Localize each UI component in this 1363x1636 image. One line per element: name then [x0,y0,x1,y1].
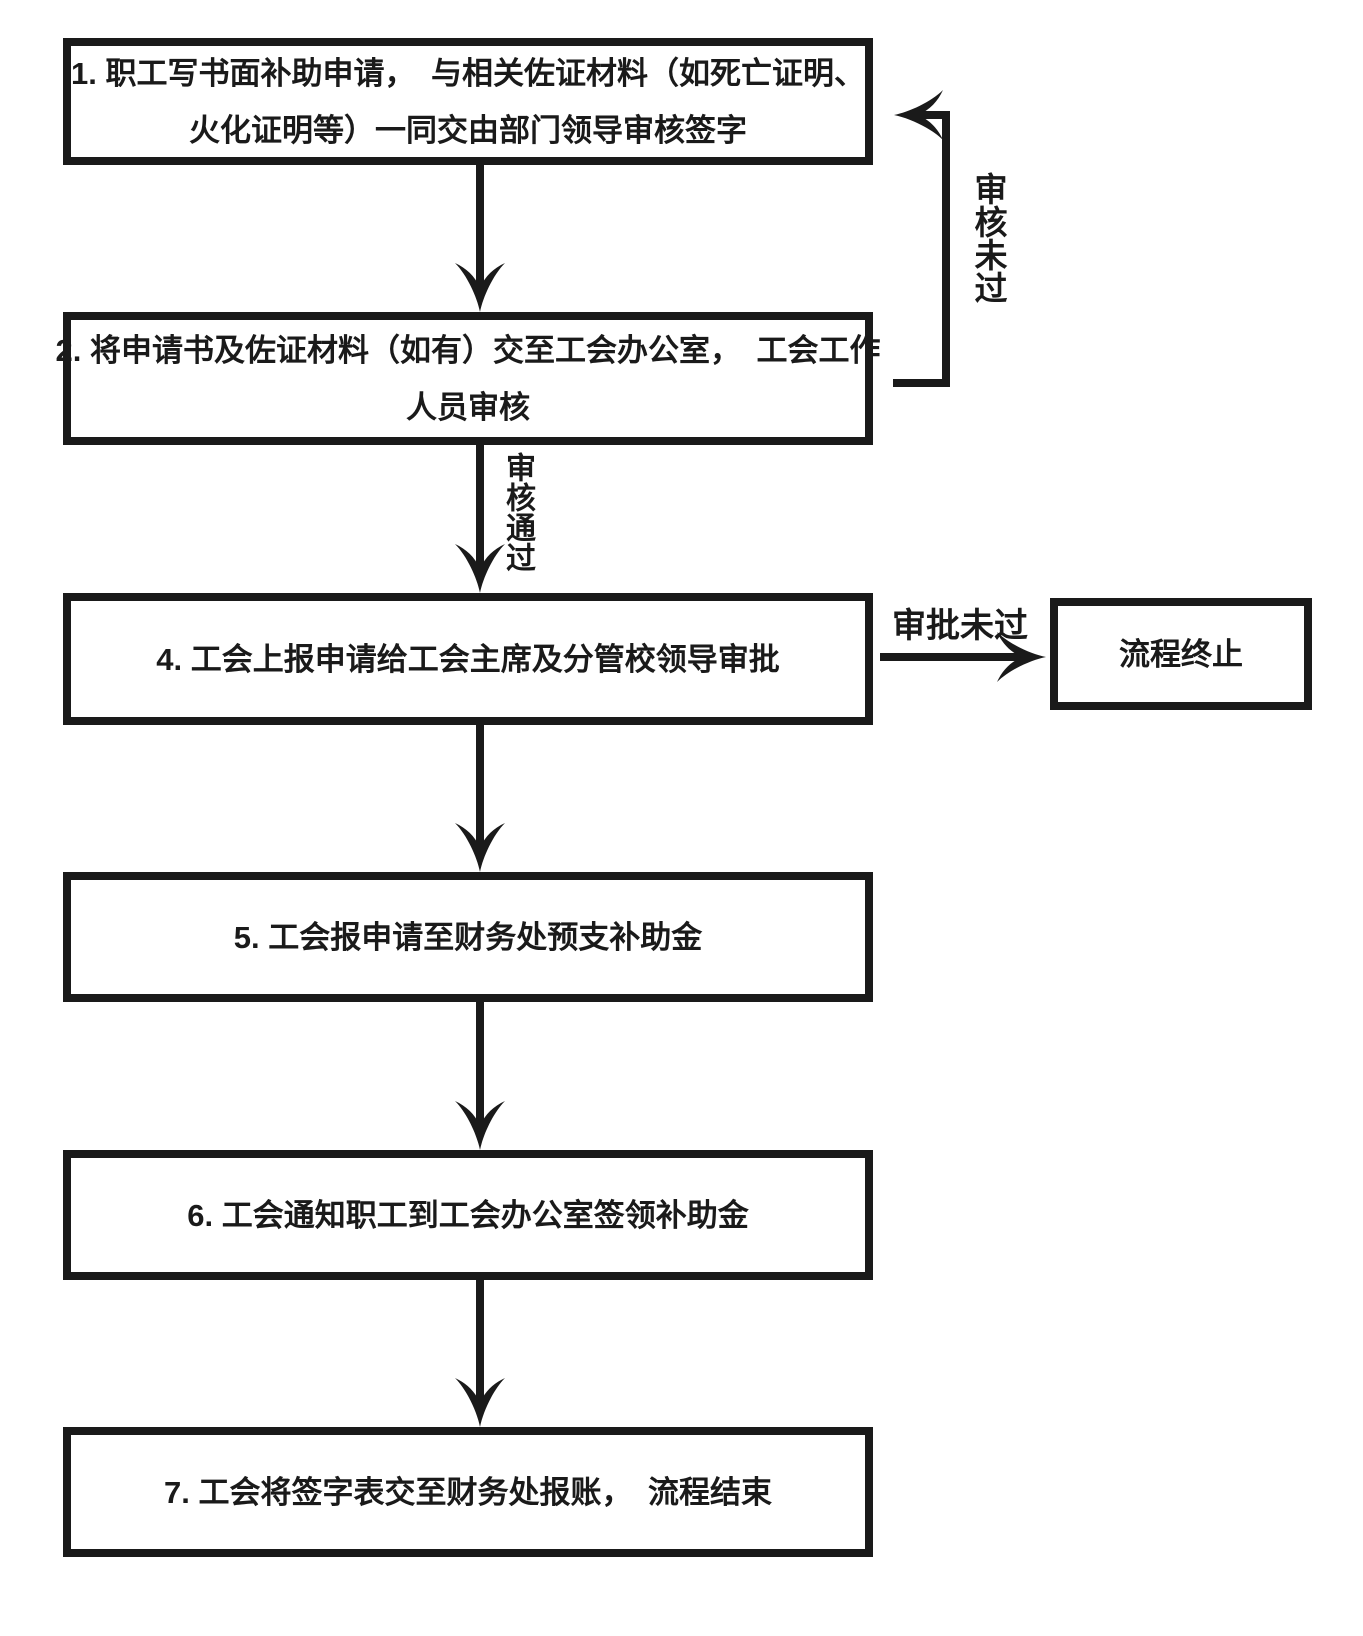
node-text-line: 2. 将申请书及佐证材料（如有）交至工会办公室， 工会工作 [55,332,881,368]
node-text-line: 6. 工会通知职工到工会办公室签领补助金 [187,1197,749,1233]
node-text-line: 4. 工会上报申请给工会主席及分管校领导审批 [156,641,780,677]
node-step2: 2. 将申请书及佐证材料（如有）交至工会办公室， 工会工作 人员审核 [56,312,880,445]
edge-step2-step1-feedback [893,111,950,387]
node-step7: 7. 工会将签字表交至财务处报账， 流程结束 [63,1427,873,1557]
node-step5: 5. 工会报申请至财务处预支补助金 [63,872,873,1002]
edge-label-approval-failed: 审批未过 [892,607,1028,645]
edge-label-review-failed: 审核未过 [970,172,1007,304]
node-text-line: 流程终止 [1119,636,1243,672]
arrowhead-step1-step2 [455,263,505,312]
arrowhead-feedback-step1 [894,90,943,140]
node-step4: 4. 工会上报申请给工会主席及分管校领导审批 [63,593,873,725]
node-step6: 6. 工会通知职工到工会办公室签领补助金 [63,1150,873,1280]
node-text-line: 1. 职工写书面补助申请， 与相关佐证材料（如死亡证明、 [71,55,865,91]
node-step1: 1. 职工写书面补助申请， 与相关佐证材料（如死亡证明、 火化证明等）一同交由部… [63,38,873,165]
edge-label-review-passed: 审核通过 [501,452,534,572]
arrowhead-step4-terminate [997,632,1046,682]
arrowhead-step2-step4 [455,544,505,593]
node-text-line: 人员审核 [406,389,530,425]
node-text-line: 7. 工会将签字表交至财务处报账， 流程结束 [164,1474,772,1510]
arrowhead-step4-step5 [455,823,505,872]
node-terminate: 流程终止 [1050,598,1312,710]
arrowhead-step6-step7 [455,1378,505,1427]
node-text-line: 5. 工会报申请至财务处预支补助金 [233,919,703,955]
arrowhead-step5-step6 [455,1101,505,1150]
node-text-line: 火化证明等）一同交由部门领导审核签字 [189,112,747,148]
